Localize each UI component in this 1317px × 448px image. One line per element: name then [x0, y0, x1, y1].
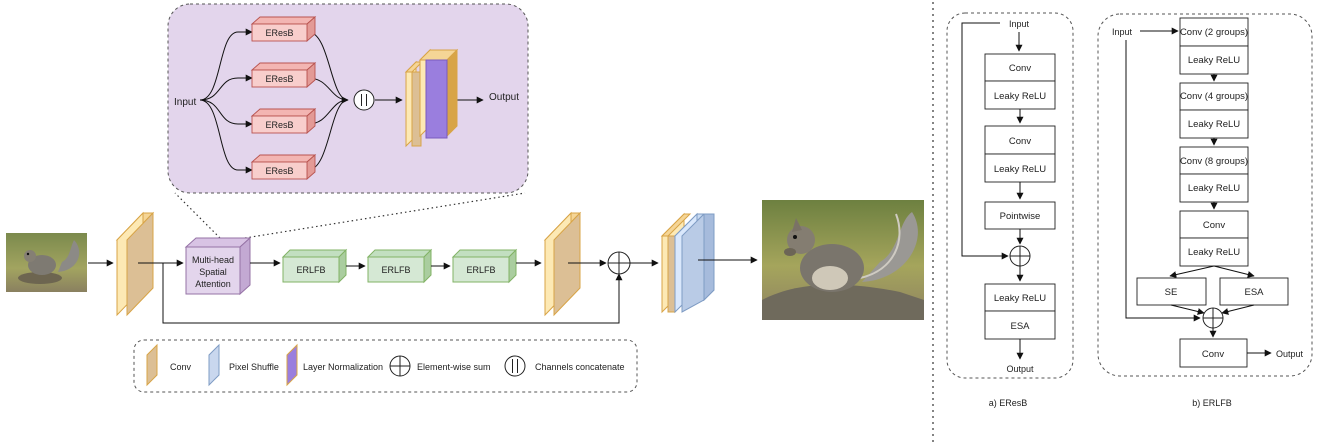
erlfb-box — [1179, 17, 1249, 47]
erlfb-box-label: Leaky ReLU — [1188, 183, 1240, 194]
eresb-box — [984, 310, 1056, 340]
attention-detail-output-label: Output — [489, 92, 519, 103]
eresb-box-label: Conv — [1009, 63, 1031, 74]
multi-head-spatial-attention-block: Multi-head Spatial Attention — [184, 236, 252, 296]
legend-label: Element-wise sum — [417, 362, 491, 372]
eresb-caption: a) EResB — [989, 398, 1028, 408]
erlfb-box-label: Leaky ReLU — [1188, 247, 1240, 258]
erlfb-box-label: Leaky ReLU — [1188, 119, 1240, 130]
erlfb-output-label: Output — [1276, 349, 1304, 359]
zoom-line — [174, 192, 221, 239]
legend-label: Pixel Shuffle — [229, 362, 279, 372]
conv-slab — [115, 211, 155, 317]
eresb-box-label: Leaky ReLU — [994, 293, 1046, 304]
eresb-block: EResB — [250, 16, 317, 42]
pixel-shuffle-icon — [208, 343, 220, 387]
erlfb-box-label: Conv — [1202, 349, 1224, 360]
erlfb-box-label: ESA — [1244, 287, 1264, 298]
eresb-box-label: Leaky ReLU — [994, 164, 1046, 175]
erlfb-block: ERLFB — [366, 248, 433, 284]
erlfb-box — [1219, 277, 1289, 306]
legend-label: Channels concatenate — [535, 362, 625, 372]
erlfb-box — [1179, 237, 1249, 267]
eresb-block: EResB — [250, 154, 317, 180]
erlfb-block-label: ERLFB — [381, 265, 410, 275]
attention-label-line: Spatial — [199, 267, 227, 277]
legend-label: Layer Normalization — [303, 362, 383, 372]
eresb-box — [984, 201, 1056, 230]
eresb-box — [984, 125, 1056, 155]
eresb-box-label: Leaky ReLU — [994, 91, 1046, 102]
element-wise-sum-icon — [607, 251, 631, 275]
eresb-output-label: Output — [1006, 364, 1034, 374]
legend-label: Conv — [170, 362, 192, 372]
erlfb-input-label: Input — [1112, 27, 1133, 37]
conv-slab — [543, 211, 582, 317]
eresb-block-label: EResB — [265, 74, 293, 84]
eresb-diagram: Input Conv Leaky ReLU Conv Leaky ReLU Po… — [946, 12, 1074, 379]
eresb-block-label: EResB — [265, 166, 293, 176]
eresb-box — [984, 153, 1056, 183]
legend: Conv Pixel Shuffle Layer Normalization E… — [133, 339, 638, 393]
zoom-line — [244, 192, 526, 239]
eresb-box-label: Conv — [1009, 136, 1031, 147]
erlfb-box — [1179, 109, 1249, 139]
erlfb-block-label: ERLFB — [296, 265, 325, 275]
element-wise-sum-icon — [1009, 245, 1031, 267]
layer-normalization-icon — [286, 343, 298, 387]
erlfb-block: ERLFB — [451, 248, 518, 284]
pixel-shuffle-slab — [673, 212, 715, 314]
eresb-input-label: Input — [1009, 19, 1030, 29]
erlfb-diagram: Input Conv (2 groups) Leaky ReLU Conv (4… — [1097, 13, 1313, 377]
erlfb-box — [1179, 173, 1249, 203]
eresb-block: EResB — [250, 62, 317, 88]
erlfb-box-label: Conv (2 groups) — [1180, 27, 1248, 38]
erlfb-block: ERLFB — [281, 248, 348, 284]
eresb-box — [984, 53, 1056, 82]
layer-normalization-slab — [418, 48, 459, 139]
erlfb-box — [1136, 277, 1207, 306]
eresb-box-label: ESA — [1010, 321, 1030, 332]
eresb-box-label: Pointwise — [1000, 211, 1041, 222]
erlfb-box-label: Conv (4 groups) — [1180, 91, 1248, 102]
erlfb-box-label: Leaky ReLU — [1188, 55, 1240, 66]
attention-detail-input-label: Input — [174, 97, 196, 108]
output-image — [762, 200, 924, 320]
eresb-block: EResB — [250, 108, 317, 134]
eresb-block-label: EResB — [265, 120, 293, 130]
erlfb-block-label: ERLFB — [466, 265, 495, 275]
erlfb-box-label: SE — [1165, 287, 1178, 298]
main-pipeline: Multi-head Spatial Attention ERLFB ERLFB… — [6, 200, 924, 324]
attention-detail: Input Output EResB EResB — [167, 3, 529, 194]
attention-label-line: Attention — [195, 279, 231, 289]
channels-concatenate-icon — [353, 89, 375, 111]
erlfb-box-label: Conv — [1203, 220, 1225, 231]
channels-concatenate-icon — [504, 355, 526, 377]
attention-detail-panel — [167, 3, 529, 194]
element-wise-sum-icon — [389, 355, 411, 377]
attention-label-line: Multi-head — [192, 255, 234, 265]
eresb-block-label: EResB — [265, 28, 293, 38]
eresb-box — [984, 283, 1056, 312]
conv-icon — [146, 343, 158, 387]
input-image — [6, 233, 87, 292]
erlfb-box — [1179, 82, 1249, 111]
element-wise-sum-icon — [1202, 307, 1224, 329]
eresb-box — [984, 80, 1056, 110]
erlfb-box-label: Conv (8 groups) — [1180, 156, 1248, 167]
erlfb-caption: b) ERLFB — [1192, 398, 1232, 408]
